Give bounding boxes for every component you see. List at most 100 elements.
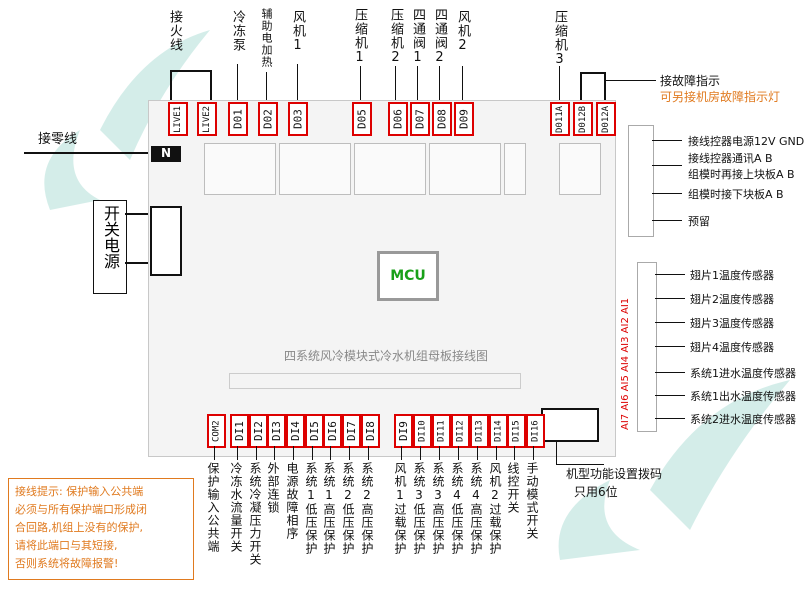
logo-watermark-right: [540, 340, 800, 590]
sensor-codes: AI7 AI6 AI5 AI4 AI3 AI2 AI1: [620, 297, 631, 430]
bottom-lead-14: [477, 446, 478, 460]
neutral-terminal: N: [151, 146, 181, 162]
bottom-lead-10: [401, 446, 402, 460]
terminal-d05[interactable]: D05: [352, 102, 372, 136]
terminal-d01[interactable]: D01: [228, 102, 248, 136]
mainboard: N MCU 四系统风冷模块式冷水机组母板接线图: [148, 100, 616, 457]
comp1-line: [360, 66, 361, 102]
terminal-d02[interactable]: D02: [258, 102, 278, 136]
terminal-di16[interactable]: DI16: [526, 414, 545, 448]
sp-line-top: [125, 213, 148, 215]
terminal-di4[interactable]: DI4: [286, 414, 305, 448]
relay-4: [429, 143, 501, 195]
terminal-di10[interactable]: DI10: [413, 414, 432, 448]
comp2-line: [395, 66, 396, 102]
r-line-2: [652, 165, 682, 166]
live-wire-label: 接火线: [167, 10, 182, 52]
aux-heat-label: 辅助电加热: [260, 8, 273, 68]
bottom-lead-8: [349, 446, 350, 460]
switch-power-box: 开关电源: [93, 200, 127, 294]
bottom-label-4: 外部连锁: [266, 462, 280, 514]
terminal-di8[interactable]: DI8: [361, 414, 380, 448]
terminal-di2[interactable]: DI2: [249, 414, 268, 448]
terminal-d09[interactable]: D09: [454, 102, 474, 136]
fault-line: [606, 80, 656, 81]
terminal-d08[interactable]: D08: [432, 102, 452, 136]
bottom-label-14: 系统4高压保护: [469, 462, 483, 555]
terminal-d06[interactable]: D06: [388, 102, 408, 136]
terminal-di7[interactable]: DI7: [342, 414, 361, 448]
live-bracket-top: [170, 70, 212, 72]
dip-switch[interactable]: [541, 408, 599, 442]
fault-note-label: 可另接机房故障指示灯: [660, 90, 781, 104]
valve2-label: 四通阀2: [432, 8, 447, 66]
switch-power-label: 开关电源: [101, 205, 120, 269]
fault-bracket-top: [580, 72, 606, 74]
valve1-label: 四通阀1: [410, 8, 425, 66]
terminal-di13[interactable]: DI13: [470, 414, 489, 448]
freeze-pump-label: 冷冻泵: [230, 10, 245, 52]
neutral-label: 接零线: [38, 132, 78, 147]
heat-line: [266, 72, 267, 102]
bottom-lead-2: [237, 446, 238, 460]
bottom-lead-5: [293, 446, 294, 460]
terminal-d011a[interactable]: D011A: [550, 102, 570, 136]
bottom-lead-11: [420, 446, 421, 460]
note-line-2: 必须与所有保护端口形成闭: [15, 503, 147, 516]
comp1-label: 压缩机1: [352, 8, 367, 66]
sensor-line-3: [655, 322, 685, 323]
terminal-d012b[interactable]: D012B: [573, 102, 593, 136]
fan1-label: 风机1: [290, 10, 305, 54]
comp3-line: [559, 66, 560, 102]
bottom-label-10: 风机1过载保护: [393, 462, 407, 555]
right-connector-strip: [628, 125, 654, 237]
mcu-label: MCU: [390, 268, 426, 284]
fan2-label: 风机2: [455, 10, 470, 54]
terminal-com2[interactable]: COM2: [207, 414, 226, 448]
terminal-di11[interactable]: DI11: [432, 414, 451, 448]
controller-comm-label: 接线控器通讯A B: [688, 152, 773, 165]
bottom-label-13: 系统4低压保护: [450, 462, 464, 555]
dip-note: 只用6位: [574, 485, 618, 499]
terminal-di14[interactable]: DI14: [489, 414, 508, 448]
terminal-di1[interactable]: DI1: [230, 414, 249, 448]
bottom-label-16: 线控开关: [506, 462, 520, 514]
fault-indicator-label: 接故障指示: [660, 74, 721, 88]
terminal-di3[interactable]: DI3: [267, 414, 286, 448]
bottom-lead-17: [533, 446, 534, 460]
pump-line: [237, 64, 238, 102]
fan1-line: [297, 64, 298, 102]
bottom-lead-12: [439, 446, 440, 460]
bottom-label-1: 保护输入公共端: [206, 462, 220, 553]
relay-2: [279, 143, 351, 195]
terminal-di9[interactable]: DI9: [394, 414, 413, 448]
reserved-label: 预留: [688, 215, 710, 228]
note-line-4: 请将此端口与其短接,: [15, 539, 118, 552]
note-line-1: 接线提示: 保护输入公共端: [15, 485, 144, 498]
terminal-d07[interactable]: D07: [410, 102, 430, 136]
valve1-line: [417, 66, 418, 102]
terminal-di6[interactable]: DI6: [323, 414, 342, 448]
bottom-label-5: 电源故障相序: [285, 462, 299, 540]
terminal-di12[interactable]: DI12: [451, 414, 470, 448]
valve2-line: [439, 66, 440, 102]
bottom-lead-9: [368, 446, 369, 460]
wiring-note: 接线提示: 保护输入公共端 必须与所有保护端口形成闭 合回路,机组上没有的保护,…: [8, 478, 194, 580]
terminal-di15[interactable]: DI15: [507, 414, 526, 448]
bottom-label-7: 系统1高压保护: [322, 462, 336, 555]
bottom-label-12: 系统3高压保护: [431, 462, 445, 555]
terminal-live1[interactable]: LIVE1: [168, 102, 188, 136]
fault-bracket-left: [580, 72, 582, 102]
bottom-label-15: 风机2过载保护: [488, 462, 502, 555]
sensor-label-4: 翅片4温度传感器: [690, 341, 774, 354]
terminal-d012a[interactable]: D012A: [596, 102, 616, 136]
bottom-label-17: 手动模式开关: [525, 462, 539, 540]
sp-line-bottom: [125, 262, 148, 264]
terminal-d03[interactable]: D03: [288, 102, 308, 136]
bottom-lead-4: [274, 446, 275, 460]
terminal-live2[interactable]: LIVE2: [197, 102, 217, 136]
sp-connector: [150, 206, 182, 276]
sensor-label-6: 系统1出水温度传感器: [690, 390, 796, 403]
sensor-label-3: 翅片3温度传感器: [690, 317, 774, 330]
terminal-di5[interactable]: DI5: [305, 414, 324, 448]
